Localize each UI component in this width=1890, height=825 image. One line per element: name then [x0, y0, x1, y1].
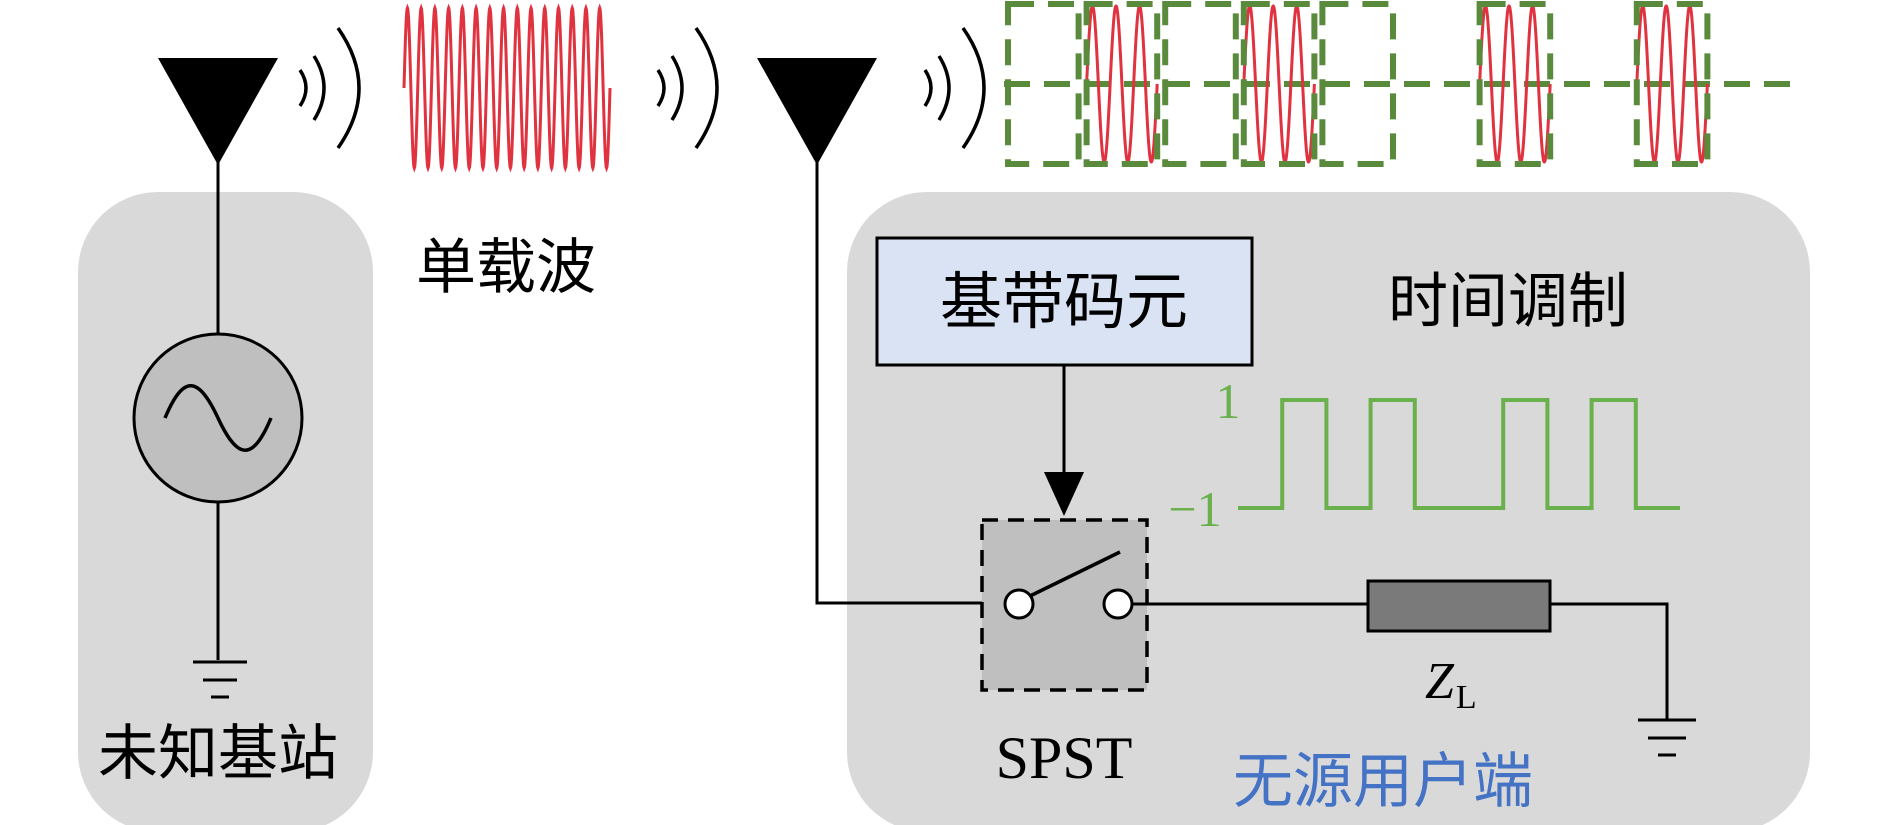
- user-ground-icon: [1638, 718, 1696, 757]
- baseband-symbol-label: 基带码元: [940, 265, 1188, 338]
- backscatter-signal-waves-icon: [923, 26, 986, 150]
- baseband-symbol-box: [875, 236, 1254, 367]
- user-antenna-icon: [757, 58, 1000, 605]
- passive-user-label: 无源用户端: [1233, 747, 1533, 817]
- code-square-wave: [1238, 398, 1680, 510]
- backscatter-modulated-signal: [1004, 1, 1790, 167]
- incoming-signal-waves-icon: [656, 26, 719, 150]
- bs-ground-icon: [193, 660, 247, 699]
- ac-source-icon: [132, 332, 304, 504]
- backscatter-frame: [1162, 1, 1239, 167]
- backscatter-frame: [1240, 1, 1318, 167]
- backscatter-frame: [1083, 1, 1161, 167]
- control-arrow-icon: [1044, 365, 1084, 516]
- base-station-panel: [78, 192, 373, 825]
- time-modulation-label: 时间调制: [1388, 267, 1628, 337]
- backscatter-frame: [1005, 1, 1082, 167]
- carrier-sine-path: [402, 3, 612, 173]
- resistor-icon: [1366, 579, 1552, 633]
- single-carrier-wave: [402, 3, 612, 173]
- unknown-base-station-label: 未知基站: [98, 719, 338, 789]
- backscatter-wave-segment: [1085, 4, 1159, 164]
- backscatter-wave-segment: [1635, 4, 1709, 164]
- time-modulation-code-waveform: [1238, 398, 1680, 510]
- level-high-label: 1: [1216, 373, 1241, 429]
- load-impedance-label: ZL: [1425, 653, 1477, 716]
- backscatter-wave-segment: [1242, 4, 1316, 164]
- spst-label: SPST: [996, 725, 1133, 791]
- backscatter-frame: [1476, 1, 1554, 167]
- backscatter-frame: [1319, 1, 1397, 167]
- backscatter-wave-segment: [1478, 4, 1552, 164]
- backscatter-frame: [1633, 1, 1711, 167]
- level-low-label: −1: [1168, 481, 1221, 537]
- bs-signal-waves-icon: [298, 26, 361, 150]
- single-carrier-label: 单载波: [416, 233, 596, 303]
- bs-antenna-icon: [158, 58, 278, 335]
- load-wire: [1132, 602, 1669, 720]
